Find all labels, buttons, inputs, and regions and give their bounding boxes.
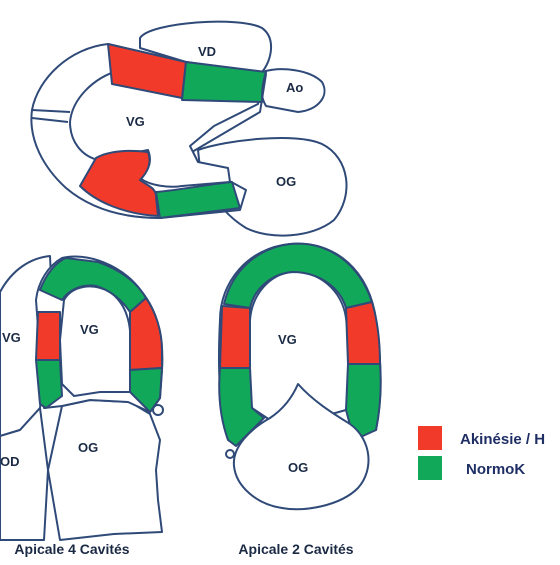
- segment-apical-a2c-normok: [223, 242, 373, 309]
- lv-cavity-a4c: [59, 285, 132, 397]
- segment-basal-inferolateral-normok: [155, 181, 241, 219]
- label-od: OD: [0, 454, 20, 469]
- label-vg-parasternal: VG: [126, 114, 145, 129]
- segment-inferolateral-akinetic: [79, 149, 159, 217]
- caption-apical-2: Apicale 2 Cavités: [238, 541, 353, 557]
- og-a2c: [232, 383, 370, 511]
- segment-mid-lateral-a4c-akinetic: [129, 297, 163, 371]
- valve-marker: [152, 404, 164, 416]
- caption-apical-4: Apicale 4 Cavités: [14, 541, 129, 557]
- legend-swatch-normok: [418, 456, 442, 480]
- apical-2-chamber-view: VG OG Apicale 2 Cavités: [217, 242, 382, 557]
- segment-basal-septal-a4c-normok: [35, 359, 63, 409]
- valve-marker-a2c: [225, 449, 235, 459]
- label-vg-a2c: VG: [278, 332, 297, 347]
- label-og-a2c: OG: [288, 460, 308, 475]
- legend-swatch-akinesia: [418, 426, 442, 450]
- label-vg-a4c: VG: [80, 322, 99, 337]
- label-vg-left-a4c: VG: [2, 330, 21, 345]
- label-og-parasternal: OG: [276, 174, 296, 189]
- wall-separator: [31, 117, 69, 123]
- legend-label-akinesia: Akinésie / H: [460, 431, 545, 448]
- segment-mid-septal-a4c-akinetic: [35, 311, 61, 361]
- vd-cavity: [139, 20, 272, 73]
- og-a4c: [47, 399, 163, 541]
- apical-4-chamber-view: VG VG OD OG Apicale 4 Cavités: [0, 255, 164, 557]
- segment-basal-inferior-a2c-normok: [218, 367, 265, 447]
- wall-separator: [31, 109, 71, 113]
- parasternal-long-axis-view: VD Ao VG OG: [30, 20, 348, 237]
- label-og-a4c: OG: [78, 440, 98, 455]
- segment-mid-anterior-a2c-akinetic: [345, 301, 381, 365]
- legend-label-normok: NormoK: [466, 461, 525, 478]
- segment-basal-septal-normok: [181, 61, 267, 103]
- segment-mid-inferior-a2c-akinetic: [219, 305, 251, 369]
- legend: Akinésie / H NormoK: [418, 426, 545, 480]
- label-vd: VD: [198, 44, 216, 59]
- segment-basal-anterior-a2c-normok: [345, 363, 382, 441]
- label-ao: Ao: [286, 80, 303, 95]
